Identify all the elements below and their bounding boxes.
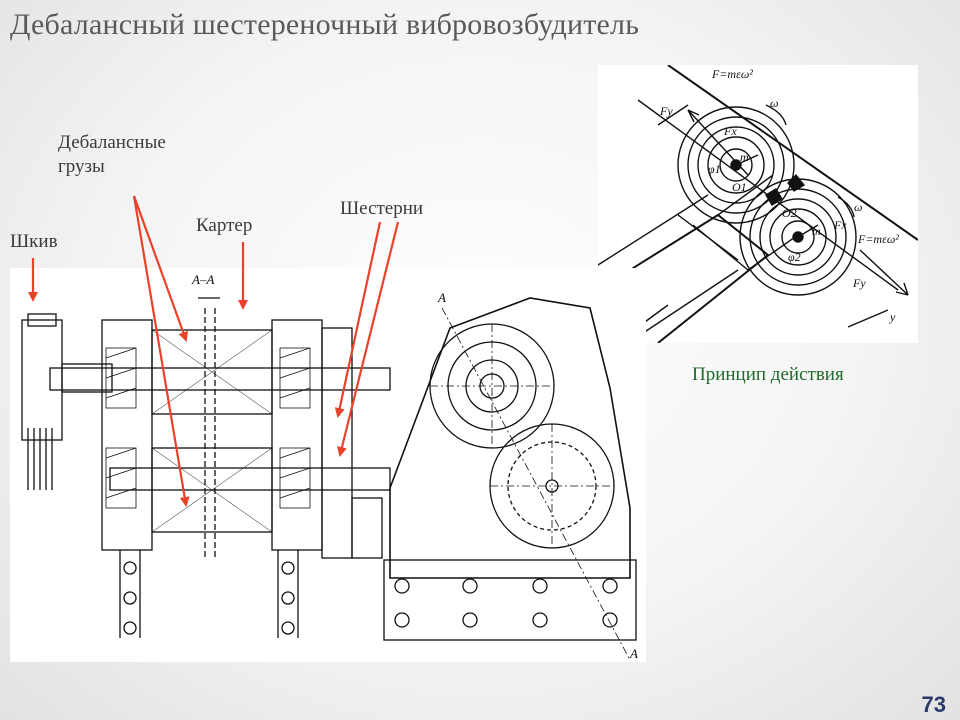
omega-1: ω (770, 96, 778, 110)
gear-1 (677, 106, 795, 224)
cut-mark-top: A (437, 290, 446, 305)
label-debalance-line1: Дебалансные (58, 132, 166, 153)
cut-mark-bottom: A (629, 646, 638, 661)
label-debalance-line2: грузы (58, 156, 105, 177)
axis-y-label: y (889, 310, 896, 324)
principle-caption: Принцип действия (692, 364, 844, 385)
pulley-drawing (21, 313, 113, 490)
force-x-2: Fx (833, 218, 847, 232)
force-y-2: Fy (852, 276, 866, 290)
label-gears: Шестерни (340, 198, 424, 219)
label-debalance-weights: Дебалансные грузы (58, 131, 166, 179)
force-x-1: Fx (723, 124, 737, 138)
label-housing: Картер (196, 215, 253, 236)
formula-top: F=mεω² (711, 67, 753, 81)
side-view-drawing (383, 297, 637, 661)
slide-title: Дебалансный шестереночный вибровозбудите… (10, 8, 640, 41)
formula-bottom: F=mεω² (857, 232, 899, 246)
mass-2: m (812, 224, 821, 238)
drawing-svg: A–A A A (21, 272, 638, 661)
gear-2 (739, 178, 857, 296)
phi-2: φ2 (788, 250, 801, 264)
principle-svg: F=mεω² F=mεω² ω ω Fy Fy Fx Fx m m O1 O2 … (598, 65, 918, 343)
page-number: 73 (921, 692, 946, 717)
force-y-1: Fy (659, 104, 673, 118)
center-o1: O1 (732, 180, 747, 194)
center-o2: O2 (782, 206, 797, 220)
mass-1: m (740, 150, 749, 164)
technical-drawing: A–A A A (10, 268, 646, 662)
omega-2: ω (854, 200, 862, 214)
phi-1: φ1 (708, 162, 721, 176)
label-pulley: Шкив (10, 231, 58, 252)
section-mark: A–A (191, 272, 214, 287)
principle-diagram: F=mεω² F=mεω² ω ω Fy Fy Fx Fx m m O1 O2 … (598, 65, 918, 343)
